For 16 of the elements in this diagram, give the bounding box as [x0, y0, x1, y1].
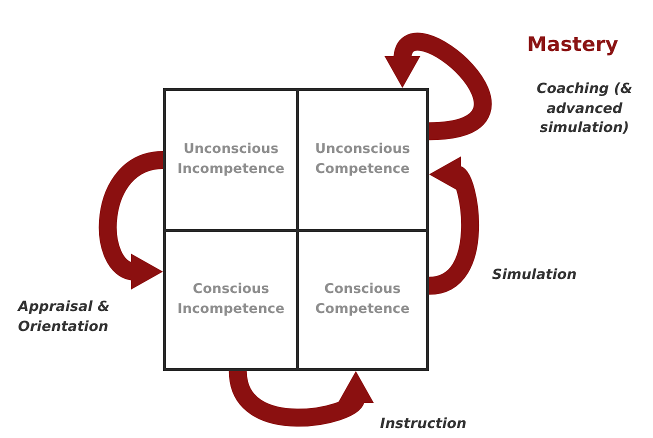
- curved-arrow: [386, 33, 492, 140]
- stage-title: Mastery: [527, 32, 618, 56]
- curved-arrow: [428, 158, 479, 295]
- quadrant-label: Unconscious Competence: [314, 140, 412, 179]
- quadrant-label: Unconscious Incompetence: [176, 140, 286, 179]
- arrow-label: Appraisal & Orientation: [18, 298, 111, 337]
- quadrant-box: [163, 229, 299, 371]
- quadrant-label: Conscious Competence: [314, 280, 411, 319]
- arrow-label: Instruction: [380, 415, 468, 434]
- arrow-label: Simulation: [492, 266, 578, 285]
- quadrant-box: [296, 229, 429, 371]
- quadrant-label: Conscious Incompetence: [176, 280, 286, 319]
- arrow-label: Coaching (& advanced simulation): [536, 80, 634, 138]
- quadrant-box: [163, 88, 299, 232]
- quadrant-box: [296, 88, 429, 232]
- curved-arrow: [98, 151, 164, 288]
